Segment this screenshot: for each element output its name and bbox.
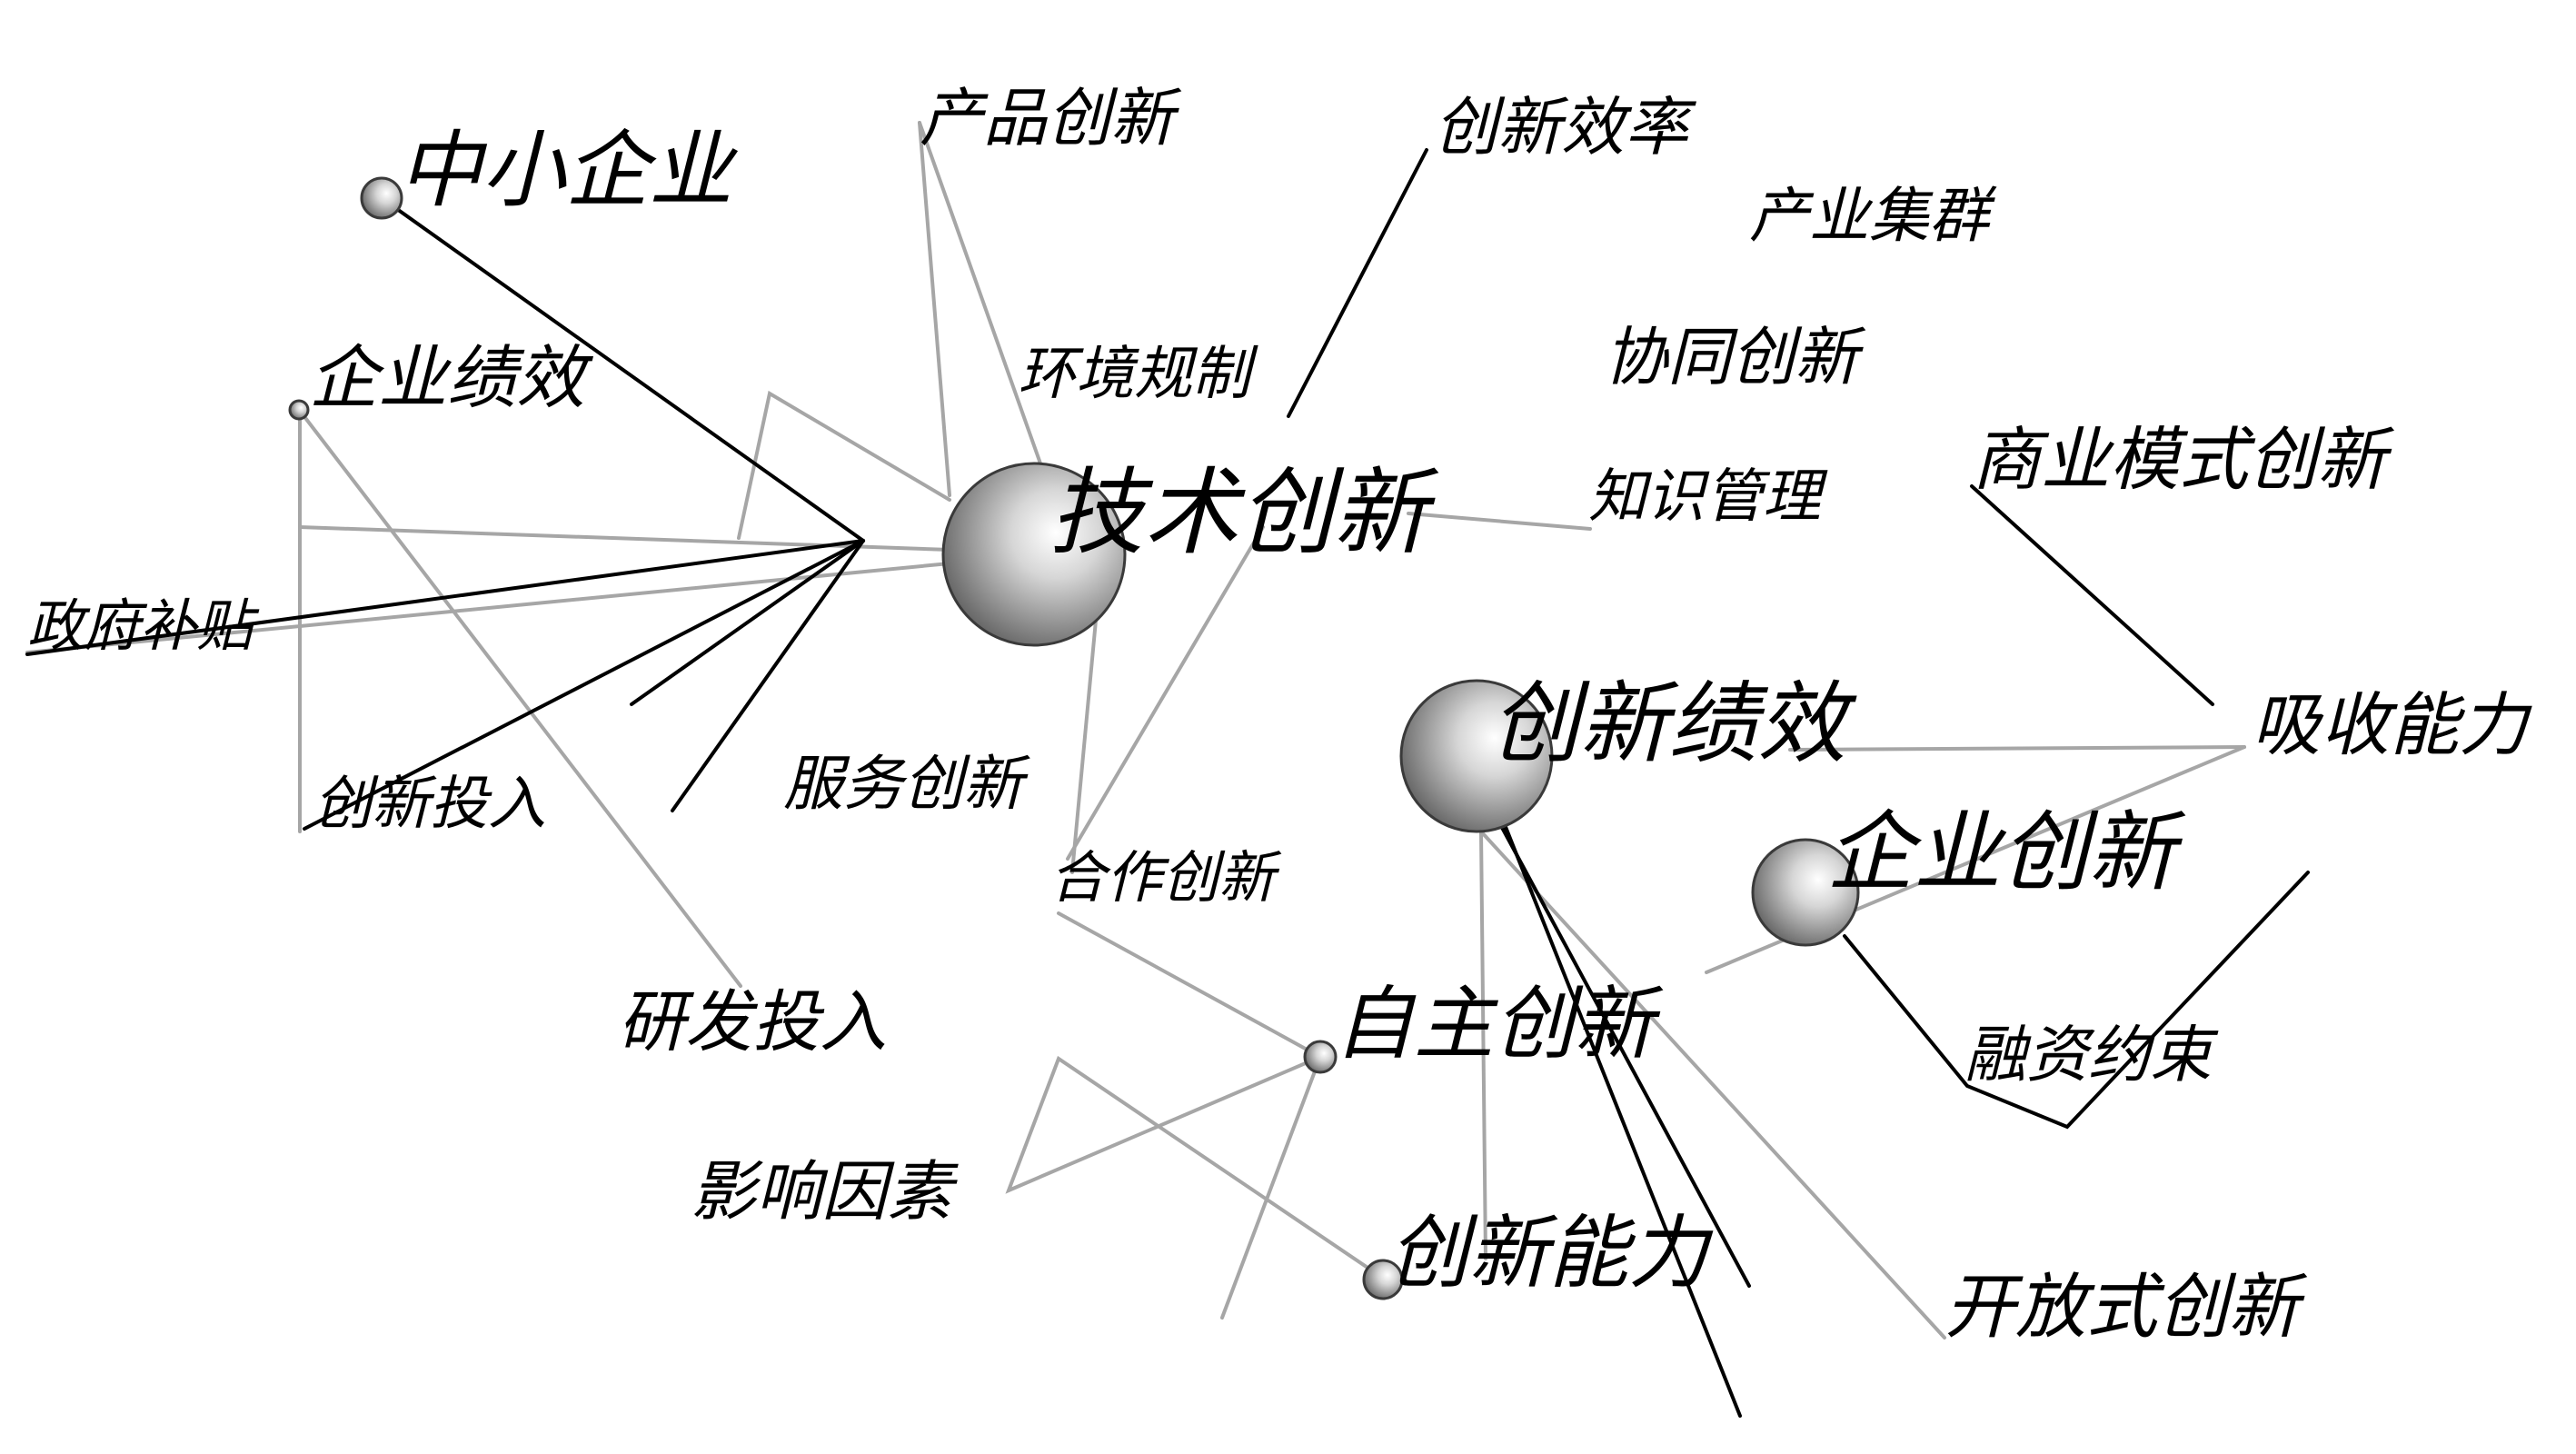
label-zhishi[interactable]: 知识管理 xyxy=(1588,463,1821,531)
label-yanfa[interactable]: 研发投入 xyxy=(618,983,887,1061)
edge xyxy=(1788,745,2246,752)
label-chanpin[interactable]: 产品创新 xyxy=(920,81,1174,155)
edge xyxy=(298,525,951,552)
edge xyxy=(1497,821,1751,1288)
edge xyxy=(737,390,951,540)
edge xyxy=(1479,830,1946,1339)
label-qiyechuangxin[interactable]: 企业创新 xyxy=(1826,802,2175,903)
edge xyxy=(1407,512,1592,531)
edge xyxy=(298,409,742,988)
edge xyxy=(303,539,865,831)
label-jiqun[interactable]: 产业集群 xyxy=(1749,181,1989,251)
edge xyxy=(1502,821,1742,1418)
edge xyxy=(1479,830,1487,1260)
dark-edges xyxy=(25,148,2310,1418)
label-jishu[interactable]: 技术创新 xyxy=(1049,457,1428,568)
node-qiyejixiao-sphere[interactable] xyxy=(288,399,310,421)
label-huanjing[interactable]: 环境规制 xyxy=(1018,341,1250,408)
node-nengli-sphere[interactable] xyxy=(1362,1259,1404,1300)
light-edges xyxy=(25,121,2246,1339)
label-kaifang[interactable]: 开放式创新 xyxy=(1944,1267,2300,1349)
label-zhongxiao[interactable]: 中小企业 xyxy=(398,122,733,219)
label-nengli[interactable]: 创新能力 xyxy=(1388,1206,1709,1300)
label-zhengfu[interactable]: 政府补贴 xyxy=(27,593,254,659)
sphere-nodes xyxy=(288,176,1860,1300)
label-chuangxinjixiao[interactable]: 创新绩效 xyxy=(1490,672,1847,776)
edge xyxy=(1057,911,1323,1320)
edge xyxy=(1005,1055,1383,1279)
edge xyxy=(1287,148,1428,418)
edge xyxy=(1970,484,2214,706)
edge xyxy=(25,562,951,654)
node-chuangxinjixiao-sphere[interactable] xyxy=(1399,679,1554,833)
label-xietong[interactable]: 协同创新 xyxy=(1604,320,1858,394)
label-hezuo[interactable]: 合作创新 xyxy=(1049,844,1276,911)
edge xyxy=(918,121,951,497)
node-qiyechuangxin-sphere[interactable] xyxy=(1751,838,1860,947)
edge xyxy=(918,121,1042,465)
node-jishu-sphere[interactable] xyxy=(941,462,1127,647)
label-yingxiang[interactable]: 影响因素 xyxy=(691,1153,953,1230)
label-touru[interactable]: 创新投入 xyxy=(313,771,546,838)
edge xyxy=(1843,871,2310,1130)
edge xyxy=(1066,525,1265,861)
label-zizhu[interactable]: 自主创新 xyxy=(1334,977,1655,1071)
edge xyxy=(1070,580,1101,874)
label-xiaolv[interactable]: 创新效率 xyxy=(1434,90,1688,164)
node-zizhu-sphere[interactable] xyxy=(1303,1040,1338,1074)
edge xyxy=(25,539,865,656)
label-fuwu[interactable]: 服务创新 xyxy=(783,749,1023,819)
node-zhongxiao-sphere[interactable] xyxy=(360,176,403,220)
edge xyxy=(671,539,865,812)
edge xyxy=(380,196,865,543)
edge xyxy=(630,539,865,706)
label-qiyejixiao[interactable]: 企业绩效 xyxy=(309,337,585,418)
label-xishou[interactable]: 吸收能力 xyxy=(2252,684,2528,765)
label-shangye[interactable]: 商业模式创新 xyxy=(1972,419,2386,500)
label-rongzi[interactable]: 融资约束 xyxy=(1964,1020,2213,1091)
